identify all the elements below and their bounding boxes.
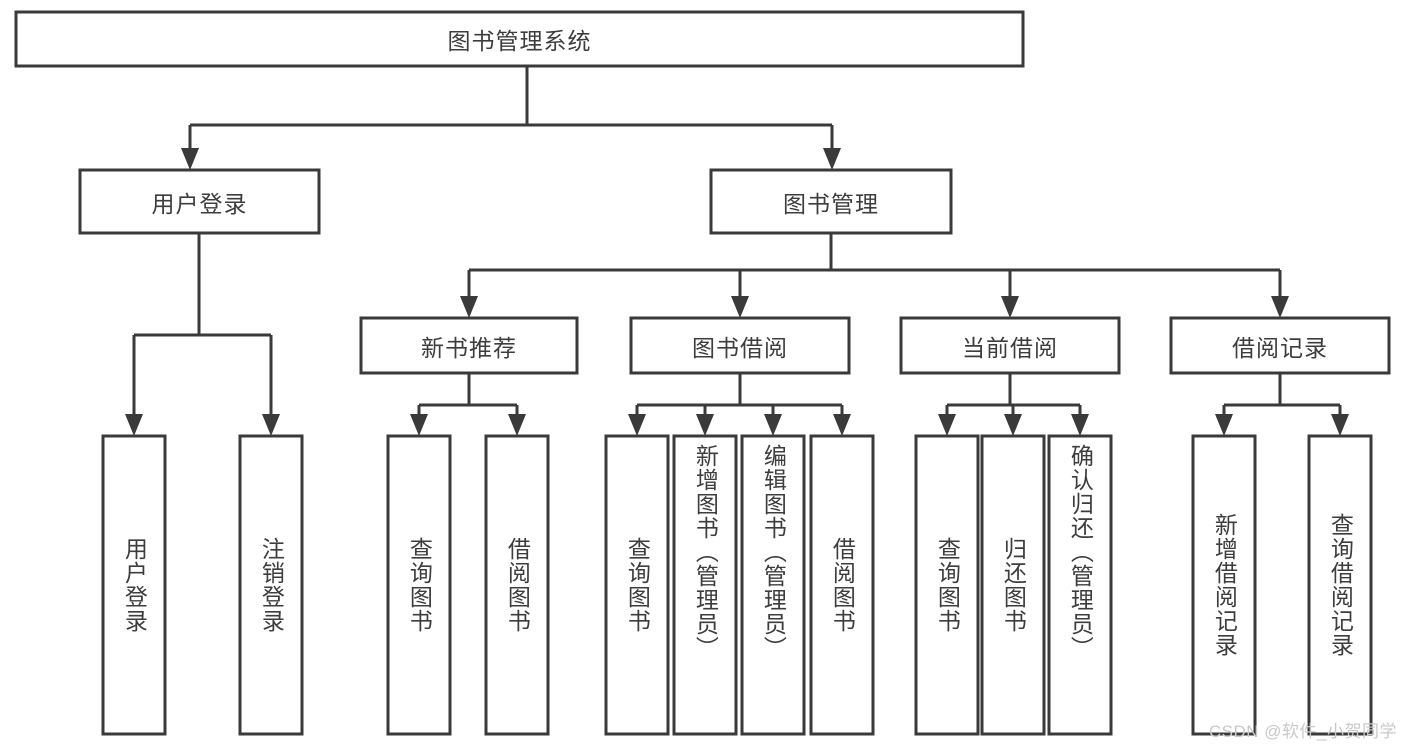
- connector-current-borrow-to-leaves: [938, 373, 1089, 436]
- arrowhead-icon: [696, 414, 714, 436]
- node-box-book-management[interactable]: [709, 168, 953, 235]
- connector-new-book-recommend-to-leaves: [410, 373, 526, 436]
- connector-book-management-to-level3: [460, 233, 1289, 318]
- arrowhead-icon: [508, 414, 526, 436]
- arrowhead-icon: [125, 414, 143, 436]
- node-box-leaf-add-book[interactable]: [672, 434, 738, 736]
- arrowhead-icon: [1071, 414, 1089, 436]
- arrowhead-icon: [628, 414, 646, 436]
- arrowhead-icon: [1215, 414, 1233, 436]
- node-box-leaf-return-book[interactable]: [980, 434, 1046, 736]
- node-box-leaf-add-borrow-record[interactable]: [1191, 434, 1257, 736]
- arrowhead-icon: [938, 414, 956, 436]
- node-box-leaf-confirm-return[interactable]: [1047, 434, 1113, 736]
- arrowhead-icon: [1004, 414, 1022, 436]
- node-box-leaf-edit-book[interactable]: [740, 434, 806, 736]
- arrowhead-icon: [764, 414, 782, 436]
- connector-book-borrow-to-leaves: [628, 373, 851, 436]
- node-box-leaf-query-borrow-record[interactable]: [1307, 434, 1373, 736]
- arrowhead-icon: [1001, 296, 1019, 318]
- node-box-leaf-query-book-3[interactable]: [914, 434, 980, 736]
- node-box-current-borrow[interactable]: [899, 316, 1121, 375]
- node-box-leaf-borrow-book-2[interactable]: [809, 434, 875, 736]
- arrowhead-icon: [1271, 296, 1289, 318]
- arrowhead-icon: [833, 414, 851, 436]
- node-box-root[interactable]: [14, 10, 1025, 68]
- arrowhead-icon: [410, 414, 428, 436]
- arrowhead-icon: [262, 414, 280, 436]
- node-box-user-login[interactable]: [78, 168, 321, 235]
- node-box-book-borrow[interactable]: [629, 316, 851, 375]
- arrowhead-icon: [731, 296, 749, 318]
- node-box-leaf-user-login[interactable]: [101, 434, 167, 736]
- arrowhead-icon: [823, 148, 841, 170]
- connector-root-to-level2: [181, 66, 841, 170]
- node-box-borrow-record[interactable]: [1169, 316, 1391, 375]
- node-box-new-book-recommend[interactable]: [359, 316, 579, 375]
- arrowhead-icon: [181, 148, 199, 170]
- node-box-leaf-logout-login[interactable]: [238, 434, 304, 736]
- node-box-leaf-query-book-2[interactable]: [604, 434, 670, 736]
- node-box-leaf-borrow-book-1[interactable]: [484, 434, 550, 736]
- arrowhead-icon: [460, 296, 478, 318]
- arrowhead-icon: [1331, 414, 1349, 436]
- node-box-leaf-query-book-1[interactable]: [386, 434, 452, 736]
- connector-borrow-record-to-leaves: [1215, 373, 1349, 436]
- csdn-watermark: CSDN @软件_小贺同学: [1208, 722, 1397, 741]
- connector-user-login-to-leaves: [125, 233, 280, 436]
